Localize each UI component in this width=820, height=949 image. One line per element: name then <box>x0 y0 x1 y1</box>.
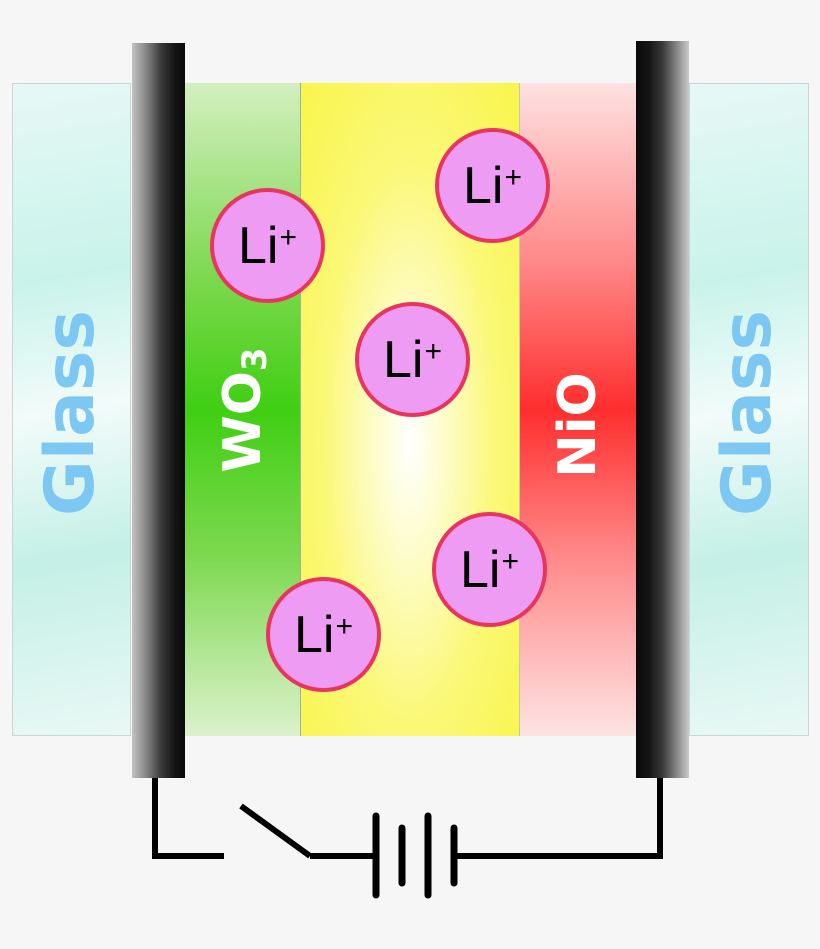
li-ion-charge: + <box>424 334 442 368</box>
right-wire <box>457 778 663 859</box>
electrode-right <box>636 41 689 778</box>
glass-right-layer <box>689 83 809 736</box>
li-ion-symbol: Li <box>382 330 424 389</box>
battery-symbol <box>372 812 458 899</box>
li-ion-symbol: Li <box>237 216 279 275</box>
li-ion: Li+ <box>266 577 381 692</box>
switch-arm <box>239 803 312 859</box>
li-ion-charge: + <box>504 160 522 194</box>
li-ion: Li+ <box>355 302 470 417</box>
li-ion-symbol: Li <box>293 605 335 664</box>
li-ion-charge: + <box>335 609 353 643</box>
electrode-left <box>132 43 185 778</box>
li-ion-charge: + <box>501 544 519 578</box>
li-ion-charge: + <box>279 220 297 254</box>
left-wire <box>152 778 224 859</box>
glass-left-layer <box>12 83 131 736</box>
li-ion: Li+ <box>210 188 325 303</box>
li-ion: Li+ <box>435 128 550 243</box>
li-ion-symbol: Li <box>462 156 504 215</box>
li-ion-symbol: Li <box>459 540 501 599</box>
li-ion: Li+ <box>432 512 547 627</box>
